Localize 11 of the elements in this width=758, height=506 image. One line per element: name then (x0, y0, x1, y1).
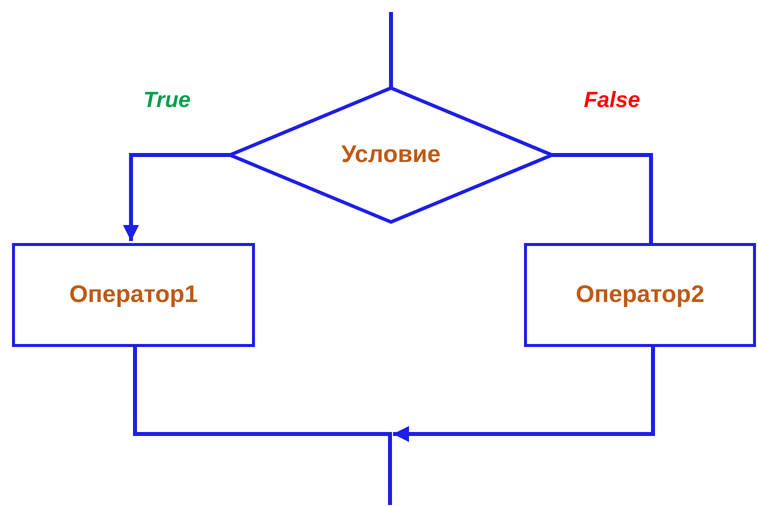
edge-label: True (143, 87, 191, 113)
connector-line (389, 12, 393, 88)
node-text: Оператор1 (69, 281, 198, 309)
connector-line (552, 153, 653, 243)
edge-label: False (584, 87, 640, 113)
connector-line (393, 347, 655, 442)
connector-line (123, 153, 230, 241)
node-text: Оператор2 (576, 281, 704, 309)
process-box (12, 243, 255, 347)
process-box (524, 243, 756, 347)
connector-line (133, 347, 392, 505)
